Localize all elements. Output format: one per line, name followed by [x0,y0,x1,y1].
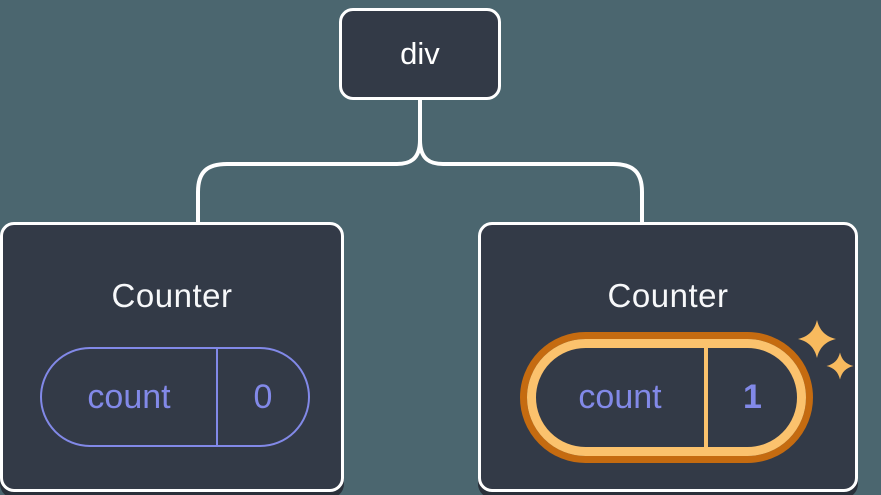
state-value: 1 [743,378,762,416]
state-value: 0 [253,377,273,416]
state-pill: count 0 [40,347,310,447]
state-key-label: count [536,348,708,447]
sparkles-icon [798,320,854,380]
node-div: div [339,8,501,100]
counter-card-left: Counter count 0 [0,222,344,492]
connector-branch-right [418,138,644,226]
state-pill: count 1 [527,339,806,456]
state-pill-highlight-ring: count 1 [520,332,813,463]
counter-card-right: Counter count 1 [478,222,858,492]
card-title: Counter [111,277,233,314]
sparkle-large [798,320,836,358]
connector-branch-left [196,138,422,226]
node-div-label: div [400,36,440,71]
card-title: Counter [607,277,729,314]
sparkle-small [826,352,854,380]
state-key-label: count [42,349,218,445]
